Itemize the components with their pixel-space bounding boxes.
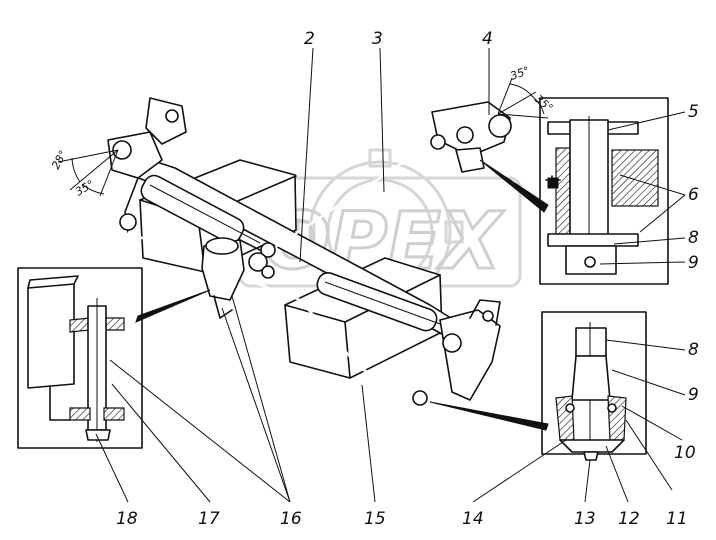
callout-8-top: 8 [688, 228, 699, 248]
callout-18: 18 [116, 509, 138, 529]
callout-4: 4 [482, 29, 493, 49]
left-angle-indicator: 28° 35° [49, 148, 119, 199]
callout-14: 14 [462, 509, 484, 529]
inset-kingpin-section [539, 97, 669, 285]
right-angle-b: 35° [532, 92, 555, 114]
callout-15: 15 [364, 509, 386, 529]
callout-3: 3 [372, 29, 383, 49]
callout-11: 11 [666, 509, 688, 529]
callout-2: 2 [304, 29, 315, 49]
right-angle-a: 35° [509, 64, 532, 83]
callout-5: 5 [688, 102, 699, 122]
leader-wedge-bottom-right [429, 401, 549, 431]
callout-9-top: 9 [688, 253, 699, 273]
inset-pivot-section [17, 267, 143, 449]
center-bellcrank [201, 237, 275, 319]
left-angle-a: 28° [49, 148, 70, 171]
callout-6: 6 [688, 185, 699, 205]
tie-rod [127, 230, 428, 406]
leader-wedge-left [135, 289, 211, 323]
callout-17: 17 [198, 509, 220, 529]
callout-labels: 2 3 4 5 6 8 9 8 9 10 11 12 13 14 15 16 1… [116, 29, 699, 529]
callout-leaders [95, 47, 686, 503]
callout-12: 12 [618, 509, 640, 529]
shock-absorber-right [316, 272, 441, 332]
callout-16: 16 [280, 509, 302, 529]
left-steering-knuckle [107, 97, 187, 233]
callout-13: 13 [574, 509, 596, 529]
callout-8-bottom: 8 [688, 340, 699, 360]
shock-absorber-left [140, 174, 261, 244]
drag-link [260, 134, 446, 258]
right-wheel-hub [439, 299, 501, 401]
callout-9-bottom: 9 [688, 385, 699, 405]
inset-ball-joint-section [541, 311, 647, 461]
left-angle-b: 35° [73, 178, 96, 199]
right-angle-indicator: 35° 35° [497, 64, 555, 119]
leader-wedge-right [479, 159, 549, 213]
callout-10: 10 [674, 443, 696, 463]
